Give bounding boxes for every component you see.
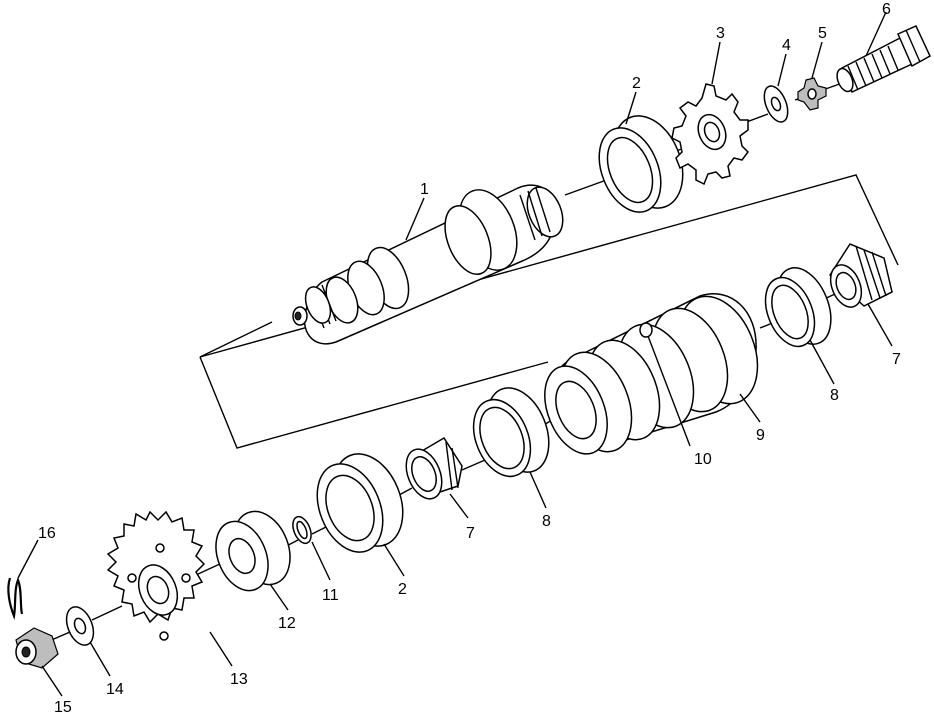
callout-2-upper: 2 — [632, 75, 641, 92]
part-3-small-sprocket — [671, 83, 749, 186]
part-10-grease-fitting — [639, 322, 691, 447]
part-16-cotter-pin — [7, 539, 39, 621]
part-4-washer — [763, 85, 789, 123]
callout-9: 9 — [756, 427, 765, 444]
part-1-shaft — [292, 184, 564, 345]
callout-15: 15 — [54, 699, 72, 714]
leader-lines — [41, 11, 893, 697]
part-2-bearing-upper — [598, 115, 684, 213]
callout-7-right: 7 — [892, 351, 901, 368]
part-6-bolt — [836, 25, 931, 94]
part-8-cup-right — [764, 267, 832, 348]
callout-5: 5 — [818, 25, 827, 42]
part-2-bearing-lower — [316, 453, 404, 553]
part-14-washer — [65, 606, 95, 646]
part-7-cone-right — [829, 243, 893, 308]
callout-8-right: 8 — [830, 387, 839, 404]
callout-labels: 1 2 3 4 5 6 7 8 9 10 7 8 2 11 12 13 14 1… — [38, 1, 901, 714]
callout-2-lower: 2 — [398, 581, 407, 598]
part-9-housing — [544, 293, 759, 455]
part-5-lock-tab — [797, 77, 827, 111]
callout-4: 4 — [782, 37, 791, 54]
callout-6: 6 — [882, 1, 891, 18]
callout-14: 14 — [106, 681, 124, 698]
callout-11: 11 — [322, 587, 339, 604]
part-7-cone-left — [405, 436, 463, 500]
callout-10: 10 — [694, 451, 712, 468]
part-11-spacer-ring — [292, 515, 312, 545]
callout-16: 16 — [38, 525, 56, 542]
part-8-cup-left — [472, 387, 550, 478]
callout-12: 12 — [278, 615, 296, 632]
callout-7-left: 7 — [466, 525, 475, 542]
part-15-castle-nut — [15, 627, 59, 669]
callout-1: 1 — [420, 181, 429, 198]
part-12-collar — [215, 510, 291, 592]
callout-13: 13 — [230, 671, 248, 688]
callout-3: 3 — [716, 25, 725, 42]
part-13-large-sprocket — [106, 510, 206, 641]
callout-8-left: 8 — [542, 513, 551, 530]
